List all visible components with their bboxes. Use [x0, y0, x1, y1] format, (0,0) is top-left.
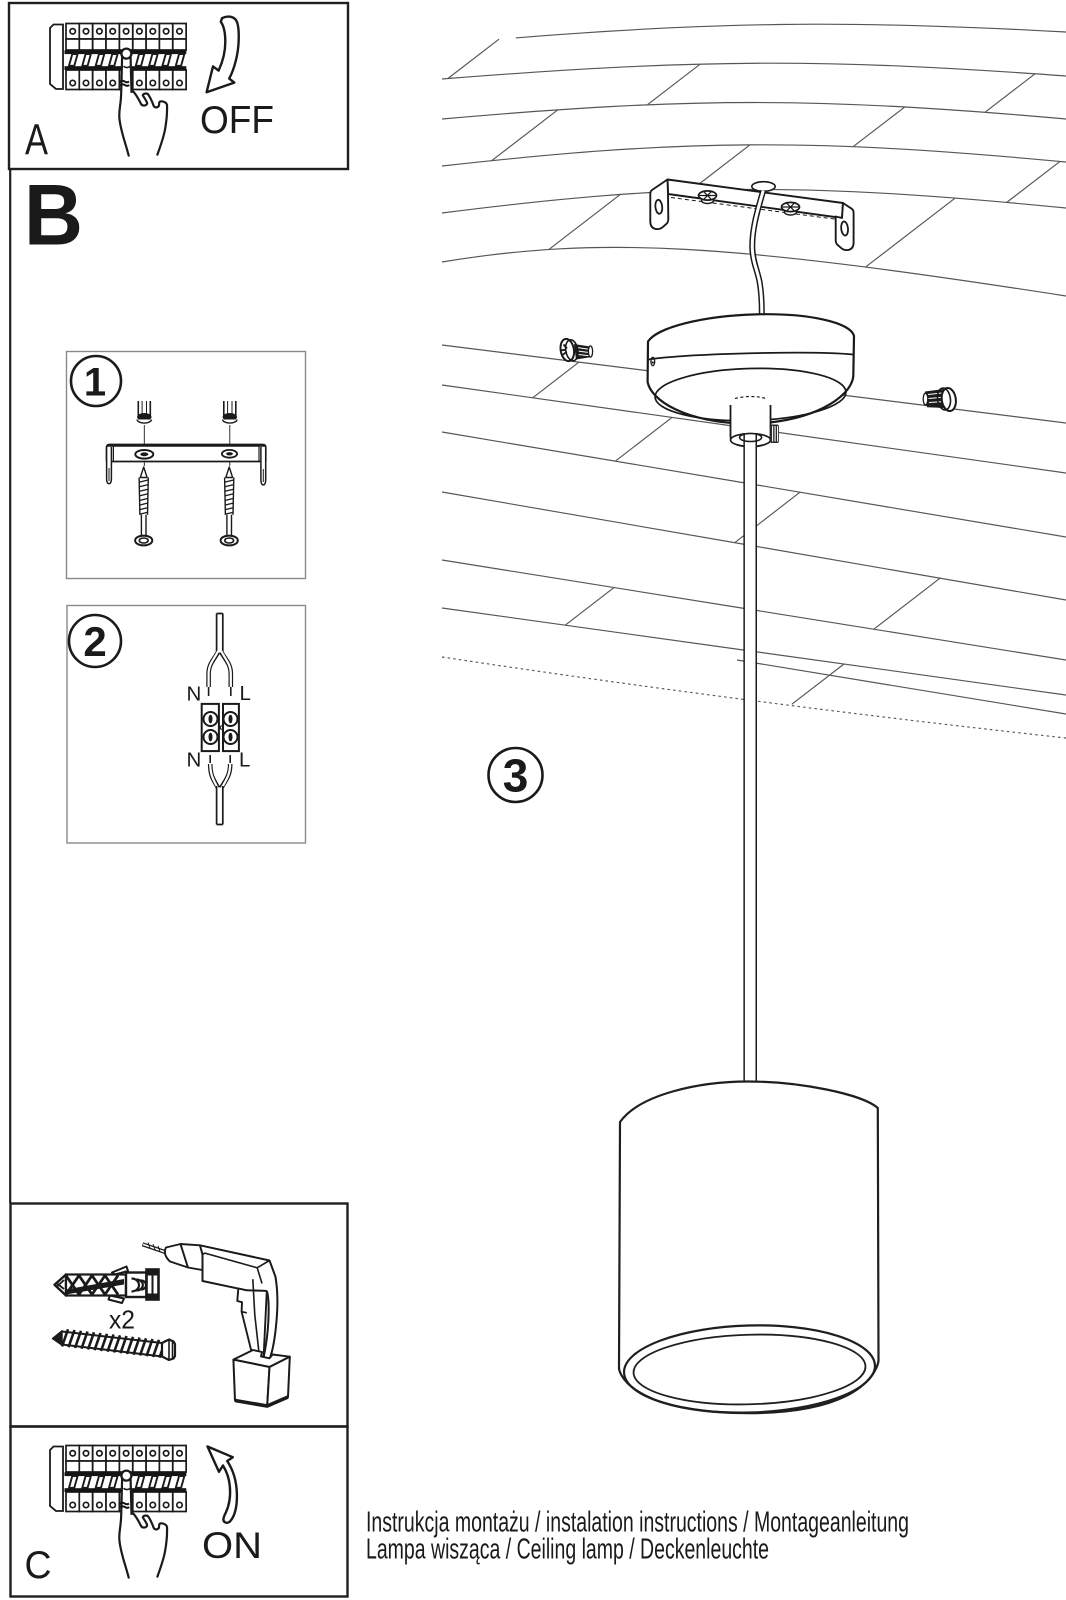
svg-text:OFF: OFF: [200, 99, 274, 142]
svg-text:3: 3: [503, 750, 529, 802]
svg-text:N: N: [187, 749, 202, 772]
svg-text:L: L: [240, 682, 251, 705]
svg-text:N: N: [187, 683, 202, 706]
svg-text:C: C: [25, 1544, 52, 1587]
svg-text:Instrukcja montażu / instalati: Instrukcja montażu / instalation instruc…: [366, 1507, 909, 1539]
svg-text:x2: x2: [109, 1305, 135, 1335]
svg-text:ON: ON: [202, 1525, 262, 1566]
svg-text:1: 1: [84, 361, 106, 405]
svg-text:A: A: [25, 116, 49, 165]
svg-text:Lampa wisząca / Ceiling lamp /: Lampa wisząca / Ceiling lamp / Deckenleu…: [366, 1534, 769, 1566]
svg-text:2: 2: [83, 618, 106, 665]
svg-text:L: L: [239, 749, 250, 772]
svg-text:B: B: [24, 168, 83, 264]
